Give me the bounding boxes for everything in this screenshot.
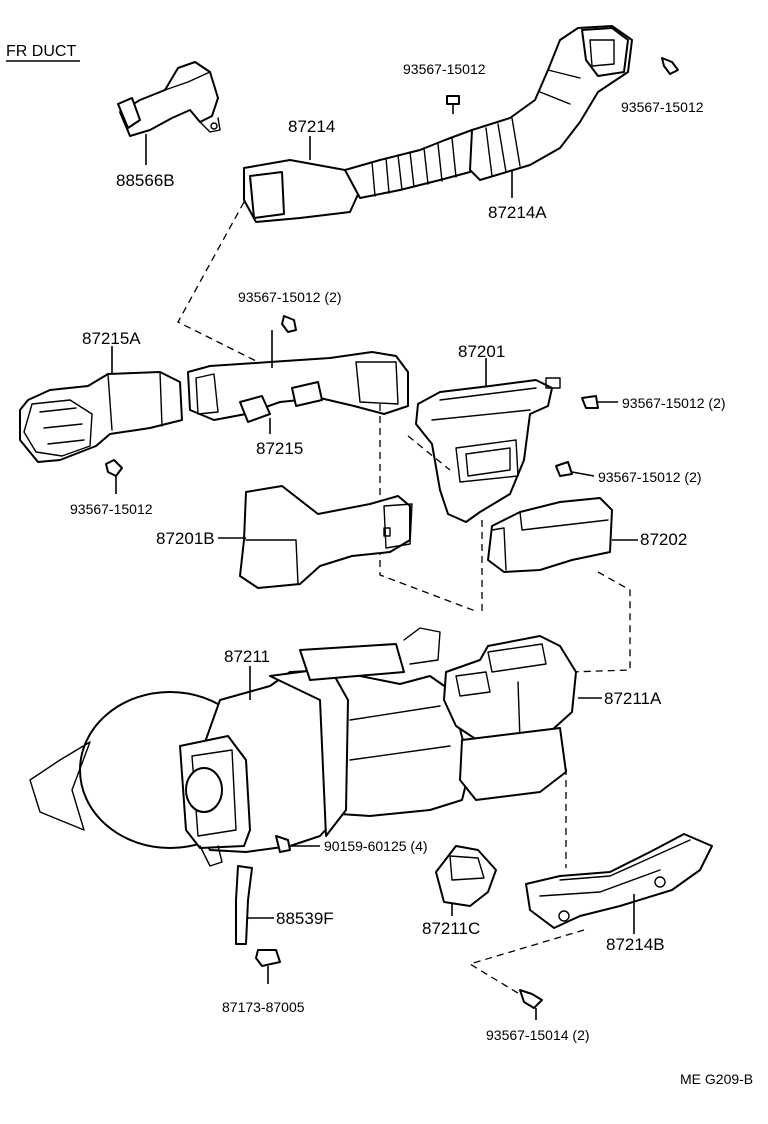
- part-87211-drawing: [29, 627, 471, 867]
- label-87211: 87211: [224, 647, 270, 666]
- screw-top-right: [661, 57, 679, 75]
- part-87202-drawing: [487, 497, 613, 573]
- label-screw-87215A: 93567-15012: [70, 501, 153, 517]
- label-87215: 87215: [256, 439, 303, 458]
- part-87173-drawing: [255, 949, 281, 984]
- label-87202: 87202: [640, 530, 687, 549]
- dash-87202-87211A: [569, 571, 631, 673]
- label-87173: 87173-87005: [222, 999, 305, 1015]
- label-screw-top-mid: 93567-15012: [403, 61, 486, 77]
- part-87201-drawing: [415, 377, 561, 523]
- label-87215A: 87215A: [82, 329, 141, 348]
- part-87214A-drawing: [469, 25, 633, 181]
- label-87211C: 87211C: [422, 919, 480, 938]
- screw-87202: [555, 461, 595, 477]
- part-87215A-drawing: [19, 371, 183, 463]
- figure-code: ME G209-B: [680, 1071, 753, 1087]
- dash-87215-down: [379, 404, 479, 613]
- part-87201B-drawing: [239, 485, 413, 589]
- part-87214-drawing: [243, 129, 481, 223]
- screw-90159: [275, 835, 320, 853]
- dash-87214B-screw: [468, 929, 585, 999]
- label-87214A: 87214A: [488, 203, 547, 222]
- label-87214: 87214: [288, 117, 335, 136]
- label-screw-90159: 90159-60125 (4): [324, 838, 428, 854]
- label-88539F: 88539F: [276, 909, 334, 928]
- screw-top-mid: [446, 95, 460, 114]
- label-87214B: 87214B: [606, 935, 665, 954]
- label-87201: 87201: [458, 342, 505, 361]
- screw-87215A: [105, 459, 123, 494]
- label-screw-87201: 93567-15012 (2): [622, 395, 726, 411]
- part-87211A-drawing: [443, 635, 577, 801]
- label-screw-87214B: 93567-15014 (2): [486, 1027, 590, 1043]
- diagram-title: FR DUCT: [6, 43, 76, 60]
- screw-87215: [271, 315, 297, 368]
- dash-87215-87201: [407, 435, 451, 471]
- part-88539F-drawing: [235, 865, 253, 945]
- label-88566B: 88566B: [116, 171, 175, 190]
- label-screw-87215: 93567-15012 (2): [238, 289, 342, 305]
- part-87211C-drawing: [435, 845, 497, 907]
- part-87215-drawing: [187, 351, 409, 423]
- label-screw-top-right: 93567-15012: [621, 99, 704, 115]
- label-87211A: 87211A: [604, 689, 662, 708]
- label-screw-87202: 93567-15012 (2): [598, 469, 702, 485]
- screw-87214B: [519, 989, 543, 1020]
- dash-87214-to-87215: [177, 201, 271, 369]
- part-88566B-drawing: [117, 61, 221, 137]
- part-87214B-drawing: [525, 833, 713, 929]
- screw-87201: [581, 395, 618, 409]
- label-87201B: 87201B: [156, 529, 215, 548]
